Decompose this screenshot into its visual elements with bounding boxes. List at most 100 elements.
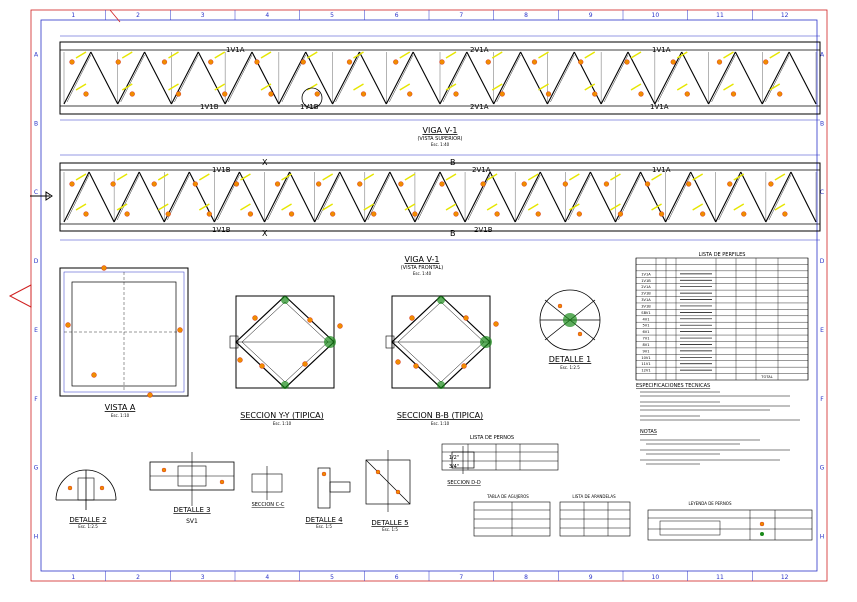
truss-diagonal [790,171,817,223]
truss-diagonal [466,51,495,105]
dimension-leader [306,51,318,59]
truss-diagonal [88,171,115,223]
truss-diagonal [144,51,172,105]
section-marker: X [262,229,268,238]
bolt-marker [499,91,505,97]
dimension-leader [491,83,503,91]
truss-diagonal [197,51,226,105]
beam-2-scale: Esc. 1:40 [413,271,432,276]
seccion-bb-title: SECCION B-B (TIPICA) [397,411,483,420]
table-code-cell: 2V1B [641,292,651,296]
dimension-leader [121,51,133,59]
vista-a-scale: Esc. 1:10 [111,413,130,418]
frame-letter: F [34,396,38,403]
truss-diagonal-inner [518,174,541,221]
table-1 [473,501,551,537]
seccion-yy-scale: Esc. 1:10 [273,421,292,426]
dimension-leader [445,51,457,59]
dimension-leader [584,51,596,59]
dimension-leader [322,173,334,181]
table-code-cell: 10V1 [641,356,650,360]
dimension-leader [116,203,128,211]
beam-1-label: 1V1A [652,46,671,54]
bolt-marker [254,59,260,65]
dimension-leader [157,203,169,211]
truss-diagonal [715,171,742,223]
truss-diagonal [314,171,341,223]
pernos-table-title: LISTA DE PERNOS [470,435,514,441]
dimension-leader [157,173,169,181]
dimension-leader [733,173,745,181]
truss-diagonal-inner [66,174,90,221]
truss-diagonal [439,51,468,105]
bolt-marker [83,211,89,217]
bolt-marker [730,91,737,97]
table-2 [559,501,631,537]
frame-number: 12 [781,574,789,581]
dimension-leader [527,203,539,211]
frame-number: 9 [589,574,593,581]
dimension-leader [198,203,210,211]
bolt-marker [357,181,363,187]
bolt-marker [763,59,769,65]
truss-diagonal-inner [711,54,736,103]
spec-title: ESPECIFICACIONES TECNICAS [636,383,710,389]
detalle-3-title: DETALLE 3 [173,506,210,514]
truss-diagonal [493,51,522,105]
dimension-leader [75,51,87,59]
truss-diagonal [339,171,366,223]
beam-1-top-view [59,35,821,121]
frame-number: 3 [201,574,205,581]
dimension-leader [774,173,786,181]
beam-2-label: 1V1B [212,166,231,174]
bolt-marker [727,181,733,187]
bolt-marker [222,91,228,97]
bolt-marker [124,211,130,217]
truss-diagonal-inner [120,54,145,103]
truss-diagonal [520,51,548,105]
frame-letter: E [34,327,38,334]
dimension-leader [610,203,621,211]
bolt-marker [658,211,665,217]
frame-number: 6 [395,574,399,581]
dimension-leader [198,173,210,181]
frame-letter: E [820,327,824,334]
bolt-marker [603,181,610,187]
detalle-4-title: DETALLE 4 [305,516,343,524]
truss-diagonal [385,51,414,105]
section-marker: B [450,229,456,238]
truss-diagonal [389,171,416,223]
bolt-marker [453,91,459,97]
bolt-marker [208,59,214,65]
frame-number: 1 [71,12,75,19]
dimension-leader [723,51,734,59]
bolt-marker [247,211,254,217]
frame-letter: A [820,51,825,58]
table-code-cell: 12V1 [641,369,650,373]
bolt-marker [578,59,584,65]
dimension-leader [281,203,292,211]
frame-number: 5 [330,12,334,19]
dimension-leader [486,173,498,181]
truss-diagonal [117,51,146,105]
dimension-leader [491,51,503,59]
dimension-leader [568,203,580,211]
bolt-marker [360,91,367,97]
detalle-1-scale: Esc. 1:2.5 [560,365,580,370]
dimension-leader [240,173,251,181]
beam-2-title: VIGA V-1 [404,255,439,264]
bolt-marker [314,91,320,97]
table-code-cell: 7V1 [642,337,649,341]
truss-diagonal [573,51,602,105]
bolt-marker [592,91,598,97]
frame-letter: H [820,534,825,541]
truss-diagonal [412,51,441,105]
truss-diagonal [539,171,566,223]
dimension-leader [168,51,179,59]
frame-letter: G [820,465,825,472]
bolt-marker [485,59,491,65]
bolt-marker [576,211,582,217]
bolt-marker [274,181,281,187]
dimension-leader [774,203,786,211]
